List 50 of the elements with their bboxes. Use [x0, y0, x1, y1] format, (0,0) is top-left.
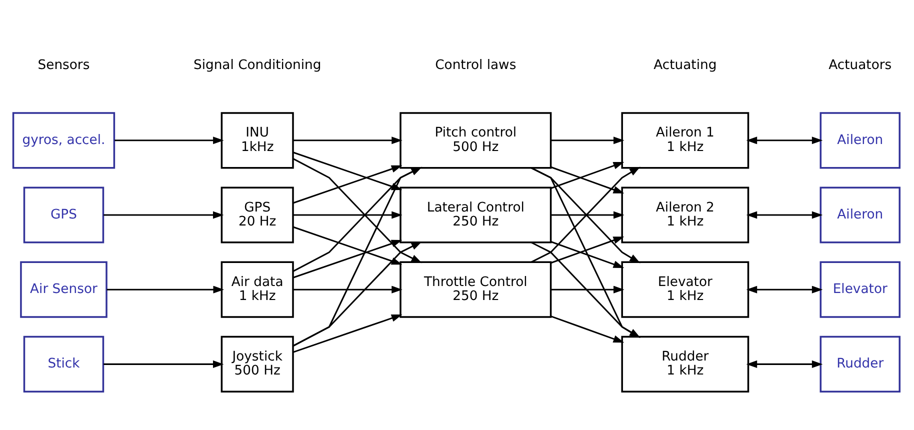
arrow [551, 211, 624, 219]
node-box: Rudder 1 kHz [621, 336, 750, 392]
label: Actuating [654, 58, 717, 74]
arrow [114, 136, 224, 144]
arrow [293, 286, 402, 294]
node-box: Elevator 1 kHz [621, 261, 750, 318]
arrow [292, 226, 402, 265]
arrow [551, 286, 624, 294]
arrow [292, 314, 402, 353]
node-box: Lateral Control 250 Hz [400, 186, 552, 244]
arrow [531, 167, 640, 338]
node-box: GPS [23, 186, 104, 244]
label: Sensors [38, 58, 90, 74]
arrow [531, 242, 640, 338]
node-box: Air data 1 kHz [220, 261, 294, 318]
arrow [293, 166, 422, 346]
node-box: GPS 20 Hz [220, 186, 294, 244]
arrow [746, 286, 823, 294]
arrow [550, 316, 624, 343]
node-box: Aileron 1 1 kHz [621, 112, 750, 169]
node-box: Pitch control 500 Hz [400, 112, 552, 169]
node-box: Elevator [820, 261, 900, 318]
arrow [550, 166, 624, 194]
arrow [293, 136, 402, 144]
label: Actuators [828, 58, 892, 74]
arrow [746, 211, 823, 219]
node-box: Aileron 2 1 kHz [621, 186, 750, 244]
arrow [293, 211, 402, 219]
arrow [104, 360, 224, 368]
node-box: Aileron [820, 186, 900, 244]
arrow [292, 240, 402, 278]
arrow [551, 136, 624, 144]
node-box: Aileron [820, 112, 900, 169]
arrow [550, 236, 624, 264]
arrow [293, 241, 422, 346]
node-box: Joystick 500 Hz [220, 336, 294, 392]
node-box: Stick [23, 336, 104, 392]
arrow [550, 162, 624, 189]
node-box: gyros, accel. [12, 112, 116, 169]
label: Signal Conditioning [193, 58, 322, 74]
arrow [106, 286, 224, 294]
arrow [104, 211, 224, 219]
node-box: Air Sensor [20, 261, 108, 318]
arrow [550, 241, 624, 268]
node-box: INU 1kHz [220, 112, 294, 169]
arrow [746, 136, 823, 144]
arrow [746, 360, 823, 368]
node-box: Rudder [820, 336, 900, 392]
node-box: Throttle Control 250 Hz [400, 261, 552, 318]
label: Control laws [435, 58, 516, 74]
